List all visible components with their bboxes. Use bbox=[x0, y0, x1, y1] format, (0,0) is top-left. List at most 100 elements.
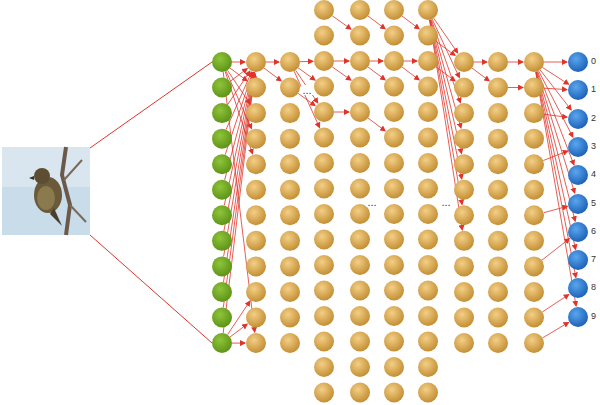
neuron bbox=[488, 231, 508, 251]
neuron bbox=[488, 205, 508, 225]
weight-arrow bbox=[430, 20, 463, 230]
output-neuron: 8 bbox=[567, 277, 598, 299]
weight-arrow bbox=[543, 151, 568, 161]
neuron bbox=[384, 77, 404, 97]
neuron bbox=[454, 256, 474, 276]
weight-arrow bbox=[230, 324, 247, 337]
neuron bbox=[314, 332, 334, 352]
class-label: 4 bbox=[591, 167, 596, 181]
neuron bbox=[246, 103, 266, 123]
class-label: 7 bbox=[591, 252, 596, 266]
neuron bbox=[280, 282, 300, 302]
neuron bbox=[350, 179, 370, 199]
neuron bbox=[454, 231, 474, 251]
neuron bbox=[384, 332, 404, 352]
neuron bbox=[384, 128, 404, 148]
neuron bbox=[314, 77, 334, 97]
weight-arrow bbox=[472, 68, 489, 81]
class-label: 6 bbox=[591, 224, 596, 238]
neuron bbox=[384, 357, 404, 377]
neuron bbox=[418, 26, 438, 46]
neuron-layers bbox=[212, 0, 544, 403]
weight-arrow bbox=[542, 67, 568, 84]
neuron bbox=[212, 308, 232, 328]
weight-arrow bbox=[264, 68, 281, 81]
output-neuron: 2 bbox=[567, 108, 598, 130]
neuron bbox=[454, 308, 474, 328]
neuron bbox=[212, 205, 232, 225]
neuron bbox=[314, 255, 334, 275]
output-circle bbox=[567, 108, 589, 130]
neuron bbox=[488, 103, 508, 123]
neuron bbox=[384, 204, 404, 224]
neuron bbox=[350, 0, 370, 20]
weight-arrow bbox=[430, 20, 462, 179]
ellipsis-label: ... bbox=[440, 197, 451, 207]
neuron bbox=[246, 308, 266, 328]
weight-arrow bbox=[300, 61, 313, 62]
neuron bbox=[314, 128, 334, 148]
neuron bbox=[246, 333, 266, 353]
weight-arrow bbox=[432, 19, 459, 78]
neuron bbox=[418, 357, 438, 377]
neuron bbox=[212, 103, 232, 123]
neuron bbox=[524, 282, 544, 302]
neuron bbox=[314, 204, 334, 224]
neuron bbox=[314, 179, 334, 199]
neuron bbox=[454, 205, 474, 225]
neuron bbox=[384, 0, 404, 20]
neuron bbox=[488, 129, 508, 149]
neuron bbox=[350, 230, 370, 250]
neuron bbox=[350, 51, 370, 71]
neuron bbox=[418, 281, 438, 301]
output-neuron: 5 bbox=[567, 193, 598, 215]
neuron bbox=[280, 52, 300, 72]
neuron bbox=[418, 153, 438, 173]
neuron bbox=[488, 333, 508, 353]
class-label: 3 bbox=[591, 139, 596, 153]
neuron bbox=[246, 282, 266, 302]
neuron bbox=[384, 255, 404, 275]
neuron bbox=[350, 26, 370, 46]
weight-arrow bbox=[542, 295, 569, 313]
neuron bbox=[418, 332, 438, 352]
neuron bbox=[488, 282, 508, 302]
neuron bbox=[246, 52, 266, 72]
class-label: 8 bbox=[591, 280, 596, 294]
weight-arrow bbox=[332, 16, 351, 29]
neuron bbox=[314, 281, 334, 301]
output-neuron: 7 bbox=[567, 249, 598, 271]
neuron bbox=[384, 281, 404, 301]
neuron bbox=[384, 26, 404, 46]
neuron bbox=[488, 154, 508, 174]
neuron bbox=[350, 332, 370, 352]
neuron bbox=[384, 306, 404, 326]
weight-arrow bbox=[544, 88, 567, 89]
output-circle bbox=[567, 277, 589, 299]
weight-arrow bbox=[474, 62, 487, 63]
neuron bbox=[212, 154, 232, 174]
neuron bbox=[350, 128, 370, 148]
output-neuron: 6 bbox=[567, 221, 598, 243]
weight-arrow bbox=[436, 67, 455, 81]
neuron bbox=[524, 333, 544, 353]
neuron bbox=[384, 179, 404, 199]
weight-arrow bbox=[224, 73, 254, 231]
neuron bbox=[454, 129, 474, 149]
neuron bbox=[314, 0, 334, 20]
neuron bbox=[350, 357, 370, 377]
neuron bbox=[418, 255, 438, 275]
projection-lines bbox=[90, 62, 212, 343]
neuron bbox=[246, 129, 266, 149]
neuron bbox=[280, 103, 300, 123]
neuron bbox=[350, 102, 370, 122]
weight-arrow bbox=[368, 67, 385, 80]
neuron bbox=[488, 180, 508, 200]
weight-arrow bbox=[508, 87, 523, 88]
neuron bbox=[350, 306, 370, 326]
neuron bbox=[314, 306, 334, 326]
neuron bbox=[212, 129, 232, 149]
weight-arrow bbox=[404, 61, 417, 62]
neuron bbox=[454, 333, 474, 353]
weight-arrow bbox=[368, 16, 385, 29]
